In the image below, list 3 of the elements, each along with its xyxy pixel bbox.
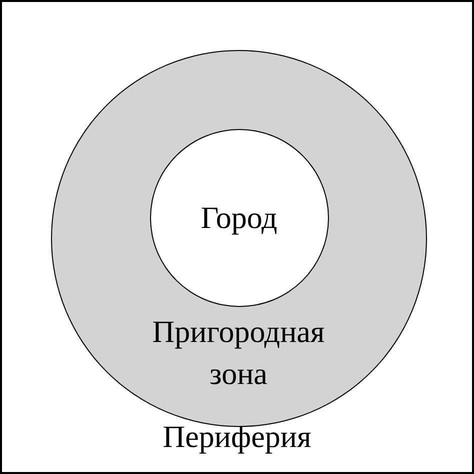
city-label: Город: [200, 198, 278, 236]
suburban-zone-label: Пригородная зона: [151, 312, 326, 392]
periphery-label: Периферия: [162, 418, 312, 456]
